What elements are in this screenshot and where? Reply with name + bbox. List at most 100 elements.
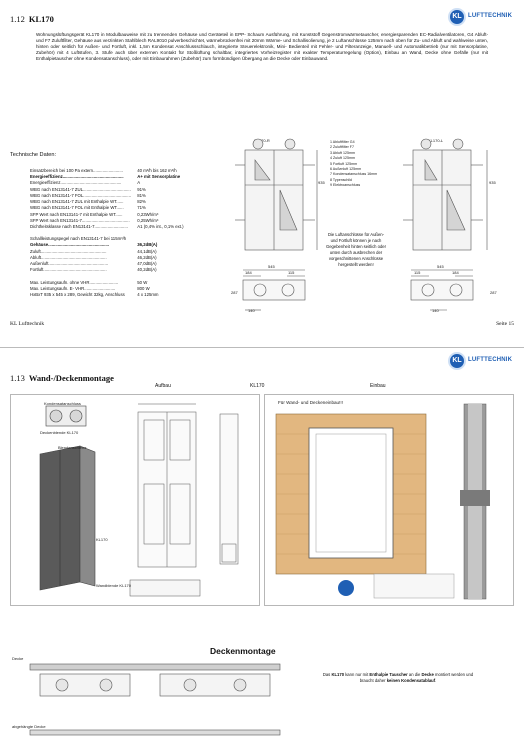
- deckenmontage-title: Deckenmontage: [210, 646, 276, 656]
- spec-row-label: WBG nach EN13141-7 ZUL mit Enthalpie WT.…: [30, 199, 124, 205]
- dim-935-right: 935: [489, 180, 496, 185]
- spec-row-label: Energieeffizienz........................…: [30, 180, 122, 186]
- sound-row: Außenluft...............................…: [30, 261, 225, 267]
- power-row-value: 4 x 125mm: [137, 291, 159, 297]
- spec-row-label: SFP Wert nach EN13141-7.................…: [30, 217, 130, 223]
- power-row-value: 800 W: [137, 285, 150, 291]
- dim-140-left: 140: [248, 308, 255, 313]
- legend-item: 4 Zuluft 125mm: [330, 156, 355, 161]
- spec-row: WBG nach EN13141-7 FOL mit Enthalpie WT.…: [30, 205, 225, 211]
- power-row: Max. Leistungsaufn. E- VHR..............…: [30, 286, 225, 292]
- section-number: 1.12: [10, 14, 25, 24]
- label-abgehaengte-decke: abgehängte Decke: [12, 724, 46, 729]
- spec-table: Einsatzbereich bei 100 Pa extern........…: [30, 168, 225, 298]
- label-kondensatanschluss: Kondensatanschluss: [44, 401, 81, 406]
- section-number: 1.13: [10, 373, 25, 383]
- kl-logo-emblem: KL: [448, 352, 466, 370]
- col-heading-aufbau: Aufbau: [155, 383, 171, 389]
- einbau-drawing: [264, 394, 514, 606]
- sound-row-value: 36,2dB(A): [137, 242, 158, 248]
- spec-row-value: 40 m³/h bis 162 m³/h: [137, 168, 177, 173]
- legend-item: 2 Zuluftfilter F7: [330, 145, 354, 150]
- power-row-value: 50 W: [137, 279, 148, 285]
- footer-page-number: Seite 15: [496, 321, 514, 327]
- sound-row-label: Fortluft................................…: [30, 267, 107, 273]
- spec-row: SFP Wert nach EN13141-7 mit Enthalpie WT…: [30, 212, 225, 218]
- deckenmontage-note: Das KL170 kann nur mit Enthalpie Tausche…: [322, 672, 474, 684]
- kl-logo-2: KL LUFTTECHNIK: [448, 352, 512, 370]
- legend-item: 3 Abluft 125mm: [330, 150, 355, 155]
- legend-item: 5 Fortluft 125mm: [330, 161, 358, 166]
- dim-545-left: 545: [268, 264, 275, 269]
- deckenmontage-drawing: [29, 663, 281, 736]
- spec-row-value: A+ mit Sensorplatine: [137, 174, 181, 180]
- sound-row-value: 40,2dB(A): [137, 267, 157, 273]
- sound-row-label: Abluft..................................…: [30, 254, 107, 260]
- label-blendenschiene: Blendenschiene: [58, 445, 87, 450]
- sound-row: Fortluft................................…: [30, 267, 225, 273]
- legend-item: 7 Kondensatanschluss 16mm: [330, 172, 378, 177]
- dim-287-left: 287: [231, 290, 238, 295]
- dim-184-left: 184: [245, 270, 252, 275]
- dim-115-left: 115: [288, 270, 295, 275]
- spec-row: Energieeffizienz........................…: [30, 180, 225, 186]
- power-row-label: Max. Leistungsaufn. E- VHR..............…: [30, 285, 116, 291]
- sound-row-value: 46,2dB(A): [137, 254, 157, 260]
- product-description: Wohnungslüftungsgerät KL170 in Modulbauw…: [36, 32, 488, 62]
- spec-row-label: SFP Wert nach EN13141-7 mit Enthalpie WT…: [30, 211, 123, 217]
- spec-row-value: 71%: [137, 205, 146, 211]
- spec-row-label: WBG nach EN13141-7 FOL..................…: [30, 192, 132, 198]
- sound-row-label: Zuluft..................................…: [30, 248, 107, 254]
- kl-logo-wordmark: LUFTTECHNIK: [468, 13, 513, 20]
- kl-logo-emblem: KL: [448, 8, 466, 26]
- spec-row-value: A1 (0,4% int., 0,1% ext.): [137, 223, 184, 229]
- spec-row-value: 0,23Wh/m³: [137, 211, 159, 217]
- label-wandblende: Wandblende KL170: [96, 583, 131, 588]
- section-title: Wand-/Deckenmontage: [28, 373, 114, 383]
- spec-row: Einsatzbereich bei 100 Pa extern........…: [30, 168, 225, 174]
- dim-115-right: 115: [414, 270, 421, 275]
- sound-row: Zuluft..................................…: [30, 249, 225, 255]
- spec-row: Energieeffizienz........................…: [30, 174, 225, 180]
- label-kl170: KL170: [96, 537, 108, 542]
- spec-row-label: WBG nach EN13141-7 ZUL..................…: [30, 186, 131, 192]
- spec-row-value: 91%: [137, 186, 146, 192]
- kl-logo-wordmark: LUFTTECHNIK: [468, 357, 513, 364]
- aufbau-drawing: [10, 394, 260, 606]
- spec-row: WBG nach EN13141-7 ZUL mit Enthalpie WT.…: [30, 199, 225, 205]
- footer-company: KL Lufttechnik: [10, 321, 45, 327]
- legend-item: 1 Abluftfilter G4: [330, 140, 355, 144]
- dim-140-right: 140: [432, 308, 439, 313]
- sound-row-label: Gehäuse.................................…: [30, 242, 110, 248]
- einbau-heading: Für Wand- und Deckeneinbau!!!: [278, 400, 343, 405]
- label-deckenblende: Deckenblende KL170: [40, 430, 79, 435]
- spec-rows: Einsatzbereich bei 100 Pa extern........…: [30, 168, 225, 230]
- page-footer: KL Lufttechnik Seite 15: [10, 321, 514, 328]
- sound-heading: Schallleistungspegel nach EN13141-7 bei …: [30, 236, 127, 242]
- spec-row-label: Energieeffizienz........................…: [30, 174, 124, 180]
- spec-row-value: 81%: [137, 192, 146, 198]
- power-row: HxBxT 935 x 545 x 289, Gewicht 32kg, Ans…: [30, 292, 225, 298]
- spec-row: WBG nach EN13141-7 ZUL..................…: [30, 187, 225, 193]
- legend-item: 9 Elektroanschluss: [330, 183, 361, 188]
- col-heading-kl170: KL170: [250, 383, 265, 389]
- sound-row-label: Außenluft...............................…: [30, 261, 109, 267]
- power-row-label: Max. Leistungsaufn. ohne VHR............…: [30, 279, 119, 285]
- power-row: Max. Leistungsaufn. ohne VHR............…: [30, 280, 225, 286]
- sound-row-value: 47,0dB(A): [137, 261, 157, 267]
- dim-184-right: 184: [452, 270, 459, 275]
- label-decke: Decke: [12, 656, 24, 661]
- power-rows: Max. Leistungsaufn. ohne VHR............…: [30, 280, 225, 299]
- kl-logo: KL LUFTTECHNIK: [448, 8, 512, 26]
- spec-row-value: 0,25Wh/m³: [137, 217, 159, 223]
- sound-row: Gehäuse.................................…: [30, 242, 225, 248]
- spec-row-label: Dichtheitsklasse nach EN13141-7.........…: [30, 223, 128, 229]
- kl170-technical-drawing: [235, 138, 488, 311]
- spec-row: Dichtheitsklasse nach EN13141-7.........…: [30, 224, 225, 230]
- dim-935-left: 935: [318, 180, 325, 185]
